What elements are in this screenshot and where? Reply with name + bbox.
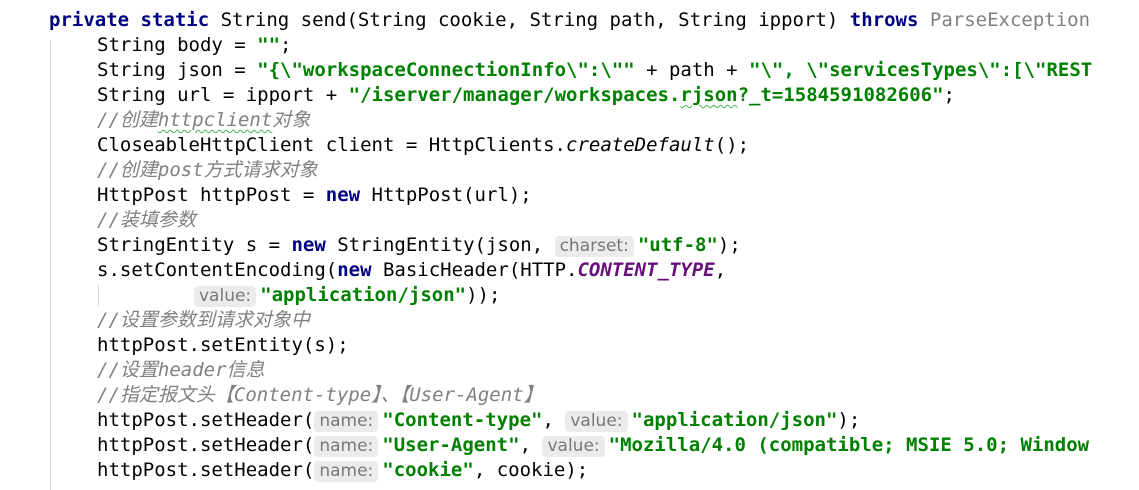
code-line-continuation[interactable]: value:"application/json")); — [194, 283, 500, 308]
comment-text: post — [157, 159, 204, 181]
code-text: StringEntity(json, — [325, 234, 555, 256]
comment-text: //装填参数 — [97, 209, 196, 231]
code-line[interactable]: s.setContentEncoding(new BasicHeader(HTT… — [97, 258, 726, 283]
code-text: httpPost.setHeader( — [97, 459, 315, 481]
code-text: String body = — [97, 34, 258, 56]
keyword: new — [337, 259, 372, 281]
code-line[interactable]: String body = ""; — [97, 33, 292, 58]
comment-text: header — [157, 359, 227, 381]
exception-type: ParseException — [929, 9, 1091, 31]
code-text: String url = ipport + — [97, 84, 349, 106]
code-line[interactable]: CloseableHttpClient client = HttpClients… — [97, 133, 749, 158]
code-line[interactable]: httpPost.setHeader(name:"User-Agent", va… — [97, 433, 1089, 458]
spellcheck-word: httpclient — [157, 109, 273, 131]
comment-text: //设置 — [97, 359, 158, 381]
code-text: , cookie); — [473, 459, 589, 481]
code-text: BasicHeader(HTTP. — [371, 259, 578, 281]
comment-text: //设置参数到请求对象中 — [97, 309, 310, 331]
code-text: , — [714, 259, 727, 281]
method-scope-guide — [50, 40, 51, 490]
indent-guide — [98, 284, 99, 306]
parameter-hint: value: — [194, 286, 257, 307]
code-comment[interactable]: //设置参数到请求对象中 — [97, 308, 310, 333]
comment-text: //指定报文头【 — [97, 384, 234, 406]
keyword: throws — [849, 9, 919, 31]
code-line[interactable]: StringEntity s = new StringEntity(json, … — [97, 233, 741, 258]
code-line[interactable]: httpPost.setHeader(name:"cookie", cookie… — [97, 458, 588, 483]
code-text: ); — [717, 234, 741, 256]
code-comment[interactable]: //创建httpclient对象 — [97, 108, 310, 133]
spellcheck-word: rjson — [680, 84, 738, 106]
code-text: , — [542, 409, 566, 431]
parameter-hint: charset: — [554, 236, 634, 257]
string-literal: "Content-type" — [382, 409, 543, 431]
code-text: + path + — [634, 59, 750, 81]
code-line[interactable]: httpPost.setEntity(s); — [97, 333, 349, 358]
code-text: CloseableHttpClient client = HttpClients… — [97, 134, 566, 156]
code-line-method-signature[interactable]: private static String send(String cookie… — [49, 8, 1090, 33]
parameter-hint: value: — [565, 411, 628, 432]
code-text: (); — [714, 134, 750, 156]
code-text: ; — [280, 34, 292, 56]
code-text: httpPost.setHeader( — [97, 409, 315, 431]
keyword: private static — [49, 9, 210, 31]
string-literal: "/iserver/manager/workspaces. — [348, 84, 681, 106]
string-literal: "\", \"servicesTypes\":[\"REST — [749, 59, 1093, 81]
string-literal: ?_t=1584591082606" — [737, 84, 944, 106]
comment-text: User-Agent — [409, 384, 524, 406]
code-comment[interactable]: //指定报文头【Content-type】、【User-Agent】 — [97, 383, 543, 408]
code-text: String send(String cookie, String path, … — [220, 9, 839, 31]
comment-text: //创建 — [97, 109, 158, 131]
code-text: StringEntity s = — [97, 234, 292, 256]
code-line[interactable]: HttpPost httpPost = new HttpPost(url); — [97, 183, 532, 208]
parameter-hint: name: — [314, 461, 379, 482]
code-comment[interactable]: //设置header信息 — [97, 358, 265, 383]
code-text: ); — [837, 409, 861, 431]
string-literal: "cookie" — [382, 459, 474, 481]
comment-text: 方式请求对象 — [203, 159, 318, 181]
string-literal: "User-Agent" — [382, 434, 520, 456]
code-line[interactable]: String url = ipport + "/iserver/manager/… — [97, 83, 955, 108]
code-text: )); — [466, 284, 501, 306]
keyword: new — [325, 184, 361, 206]
string-literal: "Mozilla/4.0 (compatible; MSIE 5.0; Wind… — [608, 434, 1090, 456]
code-line[interactable]: httpPost.setHeader(name:"Content-type", … — [97, 408, 860, 433]
string-literal: "{\"workspaceConnectionInfo\":\"" — [257, 59, 635, 81]
code-text: String json = — [97, 59, 258, 81]
code-comment[interactable]: //创建post方式请求对象 — [97, 158, 318, 183]
code-text: HttpPost(url); — [360, 184, 532, 206]
static-method-call: createDefault — [566, 134, 715, 156]
keyword: new — [291, 234, 326, 256]
string-literal: "application/json" — [631, 409, 838, 431]
parameter-hint: name: — [314, 411, 379, 432]
comment-text: //创建 — [97, 159, 158, 181]
comment-text: 对象 — [272, 109, 311, 131]
code-text: HttpPost httpPost = — [97, 184, 326, 206]
code-text: , — [519, 434, 543, 456]
constant: CONTENT_TYPE — [577, 259, 715, 281]
comment-text: 】、【 — [371, 384, 410, 406]
code-text: httpPost.setHeader( — [97, 434, 315, 456]
code-line[interactable]: String json = "{\"workspaceConnectionInf… — [97, 58, 1092, 83]
string-literal: "utf-8" — [637, 234, 718, 256]
code-text: httpPost.setEntity(s); — [97, 334, 349, 356]
string-literal: "application/json" — [260, 284, 467, 306]
parameter-hint: value: — [542, 436, 605, 457]
code-comment[interactable]: //装填参数 — [97, 208, 196, 233]
comment-text: 信息 — [226, 359, 265, 381]
code-text: ; — [943, 84, 955, 106]
string-literal: "" — [257, 34, 281, 56]
comment-text: Content-type — [233, 384, 372, 406]
comment-text: 】 — [523, 384, 543, 406]
code-text: s.setContentEncoding( — [97, 259, 338, 281]
parameter-hint: name: — [314, 436, 379, 457]
